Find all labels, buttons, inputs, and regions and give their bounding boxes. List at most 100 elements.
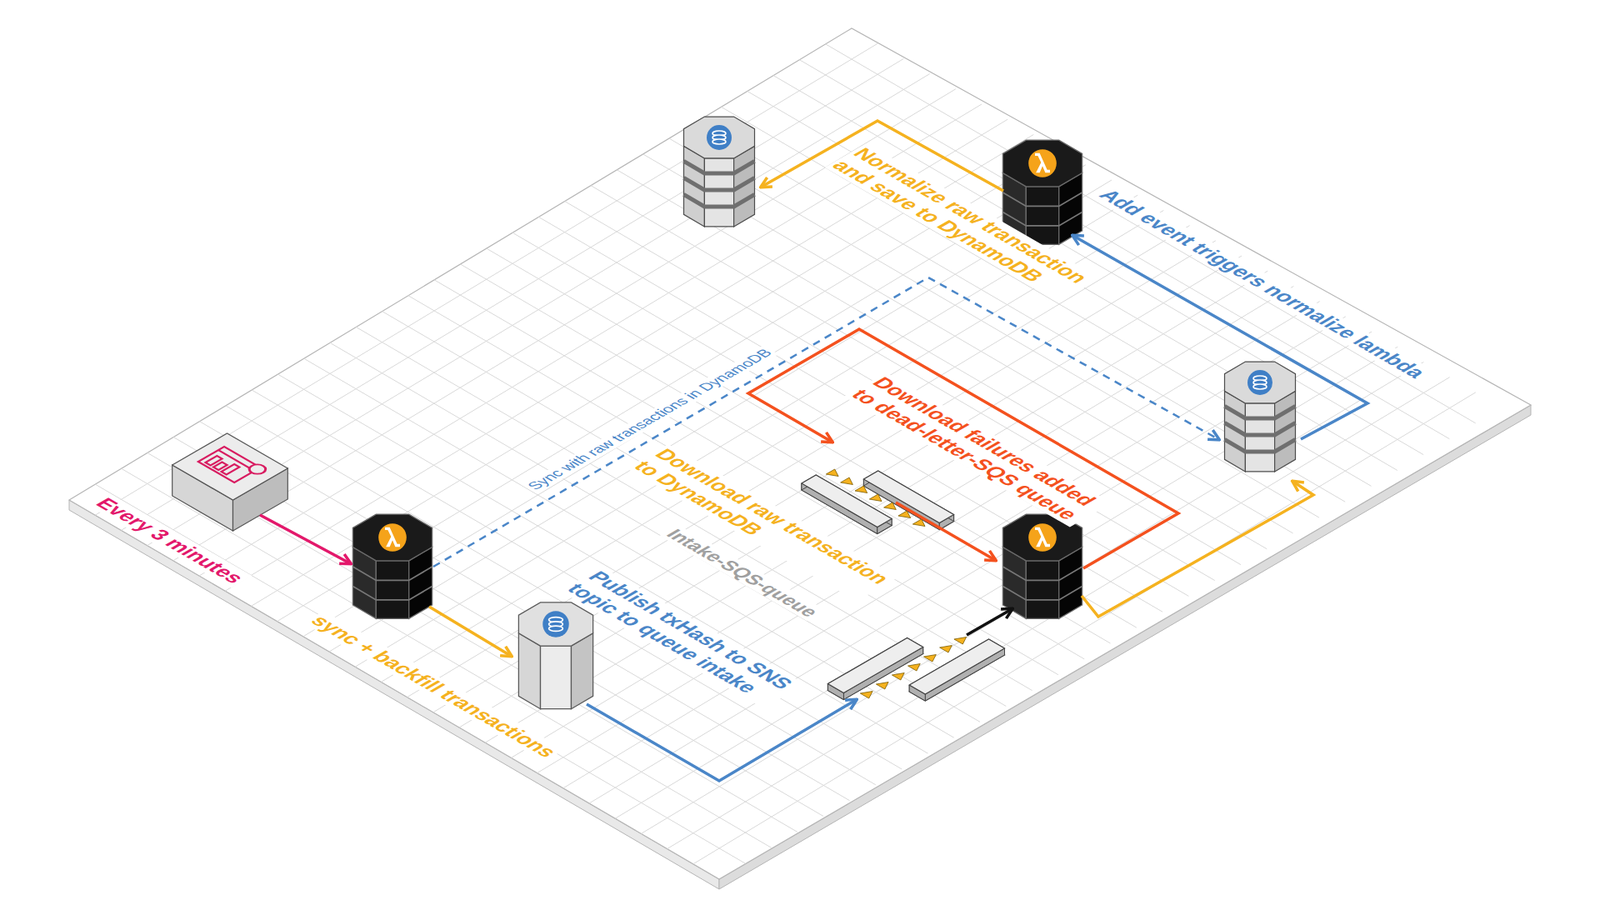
queue-slab: [863, 470, 954, 524]
stack-face: [540, 645, 572, 710]
queue-message: [891, 673, 905, 681]
grid-line: [121, 468, 772, 848]
dynamodb-table: [1225, 361, 1296, 472]
plane: [69, 28, 1531, 880]
stack-top: [352, 514, 432, 561]
grid-line: [251, 390, 902, 770]
stack-face: [1245, 403, 1275, 472]
grid-line: [304, 358, 955, 738]
grid-line: [95, 43, 878, 515]
stack-band: [1225, 439, 1296, 452]
stack-band: [1002, 192, 1082, 206]
database-symbol: [549, 625, 564, 631]
stack-face: [1025, 560, 1059, 619]
queue-message: [940, 645, 953, 654]
grid-line: [590, 185, 1241, 565]
queue-message: [840, 477, 854, 485]
scheduler-icon-clock: [245, 462, 270, 476]
grid-line: [747, 90, 1398, 470]
grid-line: [459, 255, 1242, 728]
stack-band: [684, 194, 755, 207]
database-icon: [1247, 370, 1273, 395]
lambda-symbol: [385, 527, 400, 548]
grid-line: [120, 58, 904, 530]
flow-label: sync + backfill transactions: [303, 610, 565, 762]
grid-line: [537, 301, 1320, 774]
grid-line: [693, 392, 1476, 865]
flow-arrow: [966, 609, 1012, 635]
grid-line: [408, 295, 1059, 675]
database-symbol: [712, 139, 726, 145]
stack-band: [1002, 212, 1082, 226]
stack-band: [1225, 422, 1296, 435]
stack-top: [518, 602, 593, 646]
stack-top: [1002, 140, 1082, 187]
lambda-icon: [1028, 149, 1057, 178]
grid-line: [640, 361, 1424, 834]
flow-label: Download failures added to dead-letter-S…: [844, 372, 1112, 527]
queue-message: [908, 664, 921, 672]
database-icon: [706, 125, 732, 150]
lambda-symbol: [1035, 527, 1050, 548]
flow-arrow: [260, 515, 350, 564]
grid-line: [510, 285, 1294, 758]
queue-message: [884, 502, 897, 510]
flow-label: Every 3 minutes: [88, 493, 252, 588]
flow-arrow: [433, 277, 1219, 567]
lambda-function: [352, 514, 432, 619]
lambda-symbol: [1035, 153, 1050, 174]
flow-arrow: [429, 606, 511, 656]
flow-arrow: [1081, 481, 1314, 617]
grid-line: [565, 201, 1215, 581]
database-symbol: [1253, 384, 1267, 390]
flow-arrow: [586, 700, 856, 781]
stack-face: [375, 560, 409, 619]
grid-line: [277, 374, 928, 754]
stack-band: [1225, 405, 1296, 419]
stack-face: [1025, 186, 1059, 245]
queue-message: [954, 637, 967, 645]
lambda-function: [1002, 514, 1082, 619]
grid-line: [486, 248, 1137, 628]
queue-message: [912, 519, 925, 527]
grid-line: [147, 74, 930, 546]
scheduler-icon-frame: [198, 446, 260, 483]
queue-message: [924, 655, 937, 663]
flow-label: Add event triggers normalize lambda: [1091, 185, 1434, 383]
stack-band: [352, 586, 432, 600]
grid: [95, 43, 1476, 865]
stack-face: [704, 158, 734, 227]
queue-slab: [827, 638, 923, 694]
scheduler-icon-bar: [221, 464, 240, 475]
lambda-icon: [1028, 523, 1057, 552]
queue-message: [898, 510, 911, 519]
dynamodb-table: [684, 116, 755, 227]
queue-message: [825, 469, 839, 477]
grid-line: [589, 331, 1372, 804]
grid-line: [200, 421, 850, 801]
queue-message: [875, 682, 889, 690]
scheduler-icon: [198, 445, 270, 486]
stack-band: [1002, 566, 1082, 580]
flow-label: Normalize raw transaction and save to Dy…: [825, 143, 1100, 303]
grid-line: [485, 270, 1268, 743]
queue-message: [860, 691, 873, 700]
stack-band: [1002, 586, 1082, 600]
database-icon: [542, 610, 570, 638]
queue-message: [869, 494, 882, 502]
grid-line: [225, 405, 876, 785]
grid-line: [433, 240, 1216, 713]
stack-top: [1225, 361, 1296, 404]
grid-line: [407, 225, 1190, 698]
sns-topic: [518, 602, 593, 710]
grid-line: [667, 377, 1450, 850]
grid-line: [615, 346, 1398, 819]
queue-message: [855, 485, 868, 494]
grid-line: [563, 316, 1346, 789]
queue-slab: [909, 639, 1005, 695]
flow-arrow: [895, 502, 995, 560]
scheduler-box: [172, 433, 289, 500]
lambda-icon: [378, 523, 407, 552]
